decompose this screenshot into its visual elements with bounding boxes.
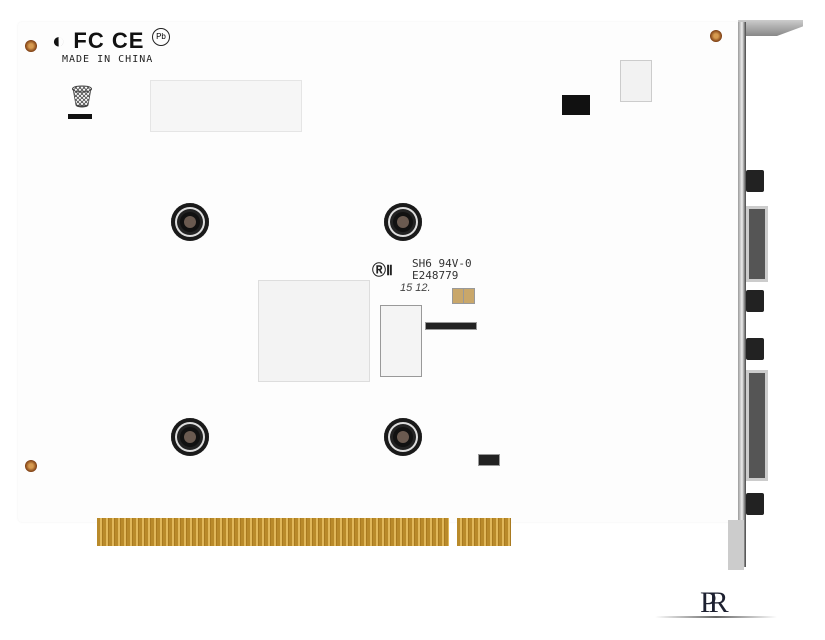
rcm-icon: ◐ (52, 28, 67, 53)
component-cluster (620, 60, 652, 102)
capacitor (463, 288, 475, 304)
ic-chip (562, 95, 590, 115)
made-in-label: MADE IN CHINA (62, 54, 154, 65)
pb-free-icon: Pb (152, 28, 170, 46)
heatsink-standoff (384, 203, 422, 241)
watermark-underline (655, 616, 777, 618)
pcie-gold-fingers-small (457, 518, 511, 546)
ul-mark-icon: ⓇⅡ (372, 262, 393, 278)
weee-bin-icon: 🗑 (68, 84, 96, 109)
heatsink-standoff (171, 203, 209, 241)
io-bracket (738, 22, 746, 567)
mounting-hole (25, 460, 37, 472)
connector-screw (746, 338, 764, 360)
heatsink-standoff (171, 418, 209, 456)
component-cluster (150, 80, 302, 132)
certification-marks: ◐ FC CE (52, 28, 145, 53)
mosfet (478, 454, 500, 466)
mounting-hole (25, 40, 37, 52)
mounting-hole (710, 30, 722, 42)
pcie-gold-fingers-main (97, 518, 449, 546)
pcb-board (18, 22, 740, 522)
weee-bar (68, 114, 92, 119)
bracket-top-tab (738, 20, 803, 36)
watermark-logo: PR (700, 586, 729, 619)
date-code: 15 12. (400, 282, 431, 294)
component-cluster (258, 280, 370, 382)
vga-connector (746, 206, 768, 282)
resistor-array (425, 322, 477, 330)
heatsink-standoff (384, 418, 422, 456)
connector-screw (746, 290, 764, 312)
connector-screw (746, 170, 764, 192)
connector-screw (746, 493, 764, 515)
bracket-bottom-tab (728, 520, 744, 570)
dvi-connector (746, 370, 768, 481)
component-cluster (380, 305, 422, 377)
